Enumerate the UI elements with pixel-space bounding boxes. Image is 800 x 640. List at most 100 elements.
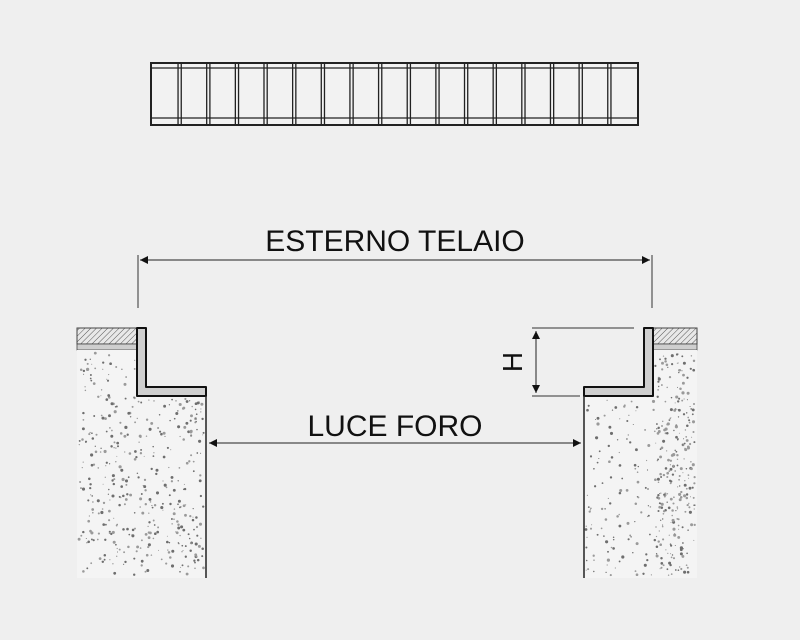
aggregate-speck bbox=[81, 427, 85, 431]
aggregate-speck bbox=[643, 563, 647, 567]
aggregate-speck bbox=[692, 430, 695, 434]
aggregate-speck bbox=[661, 384, 663, 386]
aggregate-speck bbox=[646, 558, 649, 562]
aggregate-speck bbox=[137, 476, 140, 479]
aggregate-speck bbox=[585, 559, 588, 562]
aggregate-speck bbox=[139, 506, 142, 508]
aggregate-speck bbox=[683, 458, 685, 460]
aggregate-speck bbox=[94, 445, 96, 447]
aggregate-speck bbox=[177, 523, 180, 526]
aggregate-speck bbox=[175, 411, 179, 416]
aggregate-speck bbox=[661, 361, 664, 365]
aggregate-speck bbox=[677, 535, 681, 539]
aggregate-speck bbox=[138, 434, 142, 438]
aggregate-speck bbox=[179, 506, 181, 509]
aggregate-speck bbox=[157, 549, 160, 551]
aggregate-speck bbox=[634, 502, 638, 506]
aggregate-speck bbox=[168, 541, 171, 544]
aggregate-speck bbox=[657, 426, 660, 430]
aggregate-speck bbox=[147, 531, 151, 534]
aggregate-speck bbox=[180, 566, 182, 568]
aggregate-speck bbox=[133, 457, 137, 461]
aggregate-speck bbox=[644, 428, 647, 431]
aggregate-speck bbox=[687, 474, 690, 476]
aggregate-speck bbox=[672, 527, 676, 531]
aggregate-speck bbox=[111, 479, 114, 482]
opening-width-label: LUCE FORO bbox=[307, 410, 482, 443]
aggregate-speck bbox=[673, 408, 677, 412]
aggregate-speck bbox=[690, 408, 693, 410]
aggregate-speck bbox=[123, 551, 126, 554]
aggregate-speck bbox=[90, 562, 93, 565]
aggregate-speck bbox=[116, 555, 118, 557]
aggregate-speck bbox=[686, 424, 689, 428]
aggregate-speck bbox=[144, 533, 148, 536]
aggregate-speck bbox=[112, 540, 116, 544]
aggregate-speck bbox=[693, 441, 696, 444]
aggregate-speck bbox=[119, 496, 122, 499]
aggregate-speck bbox=[161, 502, 164, 505]
aggregate-speck bbox=[140, 448, 143, 451]
aggregate-speck bbox=[690, 467, 693, 471]
aggregate-speck bbox=[584, 528, 588, 531]
aggregate-speck bbox=[664, 400, 667, 403]
aggregate-speck bbox=[194, 553, 198, 557]
aggregate-speck bbox=[167, 551, 171, 554]
aggregate-speck bbox=[618, 491, 622, 495]
aggregate-speck bbox=[194, 408, 197, 411]
aggregate-speck bbox=[686, 504, 689, 507]
aggregate-speck bbox=[87, 519, 91, 523]
aggregate-speck bbox=[605, 571, 607, 574]
aggregate-speck bbox=[667, 574, 670, 576]
aggregate-speck bbox=[659, 358, 661, 361]
aggregate-speck bbox=[182, 528, 186, 532]
aggregate-speck bbox=[688, 486, 692, 490]
aggregate-speck bbox=[148, 512, 150, 514]
aggregate-speck bbox=[657, 509, 660, 513]
aggregate-speck bbox=[678, 528, 680, 530]
aggregate-speck bbox=[660, 476, 663, 478]
aggregate-speck bbox=[688, 421, 691, 424]
right-frame-angle bbox=[583, 327, 654, 397]
aggregate-speck bbox=[670, 396, 673, 399]
aggregate-speck bbox=[675, 395, 679, 399]
right-pavement-hatch bbox=[651, 327, 698, 345]
aggregate-speck bbox=[102, 368, 104, 370]
aggregate-speck bbox=[101, 560, 105, 564]
aggregate-speck bbox=[88, 515, 91, 517]
aggregate-speck bbox=[656, 460, 658, 462]
aggregate-speck bbox=[653, 430, 656, 433]
aggregate-speck bbox=[112, 482, 116, 486]
aggregate-speck bbox=[596, 416, 600, 420]
aggregate-speck bbox=[124, 425, 128, 429]
aggregate-speck bbox=[189, 542, 192, 545]
aggregate-speck bbox=[671, 518, 675, 522]
aggregate-speck bbox=[162, 455, 166, 459]
aggregate-speck bbox=[629, 534, 632, 537]
aggregate-speck bbox=[111, 530, 115, 534]
aggregate-speck bbox=[663, 428, 666, 432]
aggregate-speck bbox=[674, 544, 676, 547]
aggregate-speck bbox=[678, 432, 680, 434]
aggregate-speck bbox=[681, 444, 684, 446]
aggregate-speck bbox=[647, 514, 650, 517]
aggregate-speck bbox=[610, 456, 614, 459]
aggregate-speck bbox=[177, 503, 179, 506]
aggregate-speck bbox=[676, 453, 679, 457]
aggregate-speck bbox=[96, 499, 100, 503]
aggregate-speck bbox=[691, 436, 693, 438]
aggregate-speck bbox=[197, 544, 201, 548]
aggregate-speck bbox=[82, 570, 85, 573]
aggregate-speck bbox=[141, 511, 145, 515]
aggregate-speck bbox=[684, 448, 688, 452]
aggregate-speck bbox=[682, 413, 686, 416]
aggregate-speck bbox=[694, 504, 696, 506]
aggregate-speck bbox=[153, 503, 157, 507]
aggregate-speck bbox=[182, 504, 186, 508]
aggregate-speck bbox=[181, 564, 184, 567]
aggregate-speck bbox=[115, 524, 118, 527]
aggregate-speck bbox=[663, 493, 666, 496]
aggregate-speck bbox=[93, 351, 97, 355]
aggregate-speck bbox=[104, 538, 107, 541]
